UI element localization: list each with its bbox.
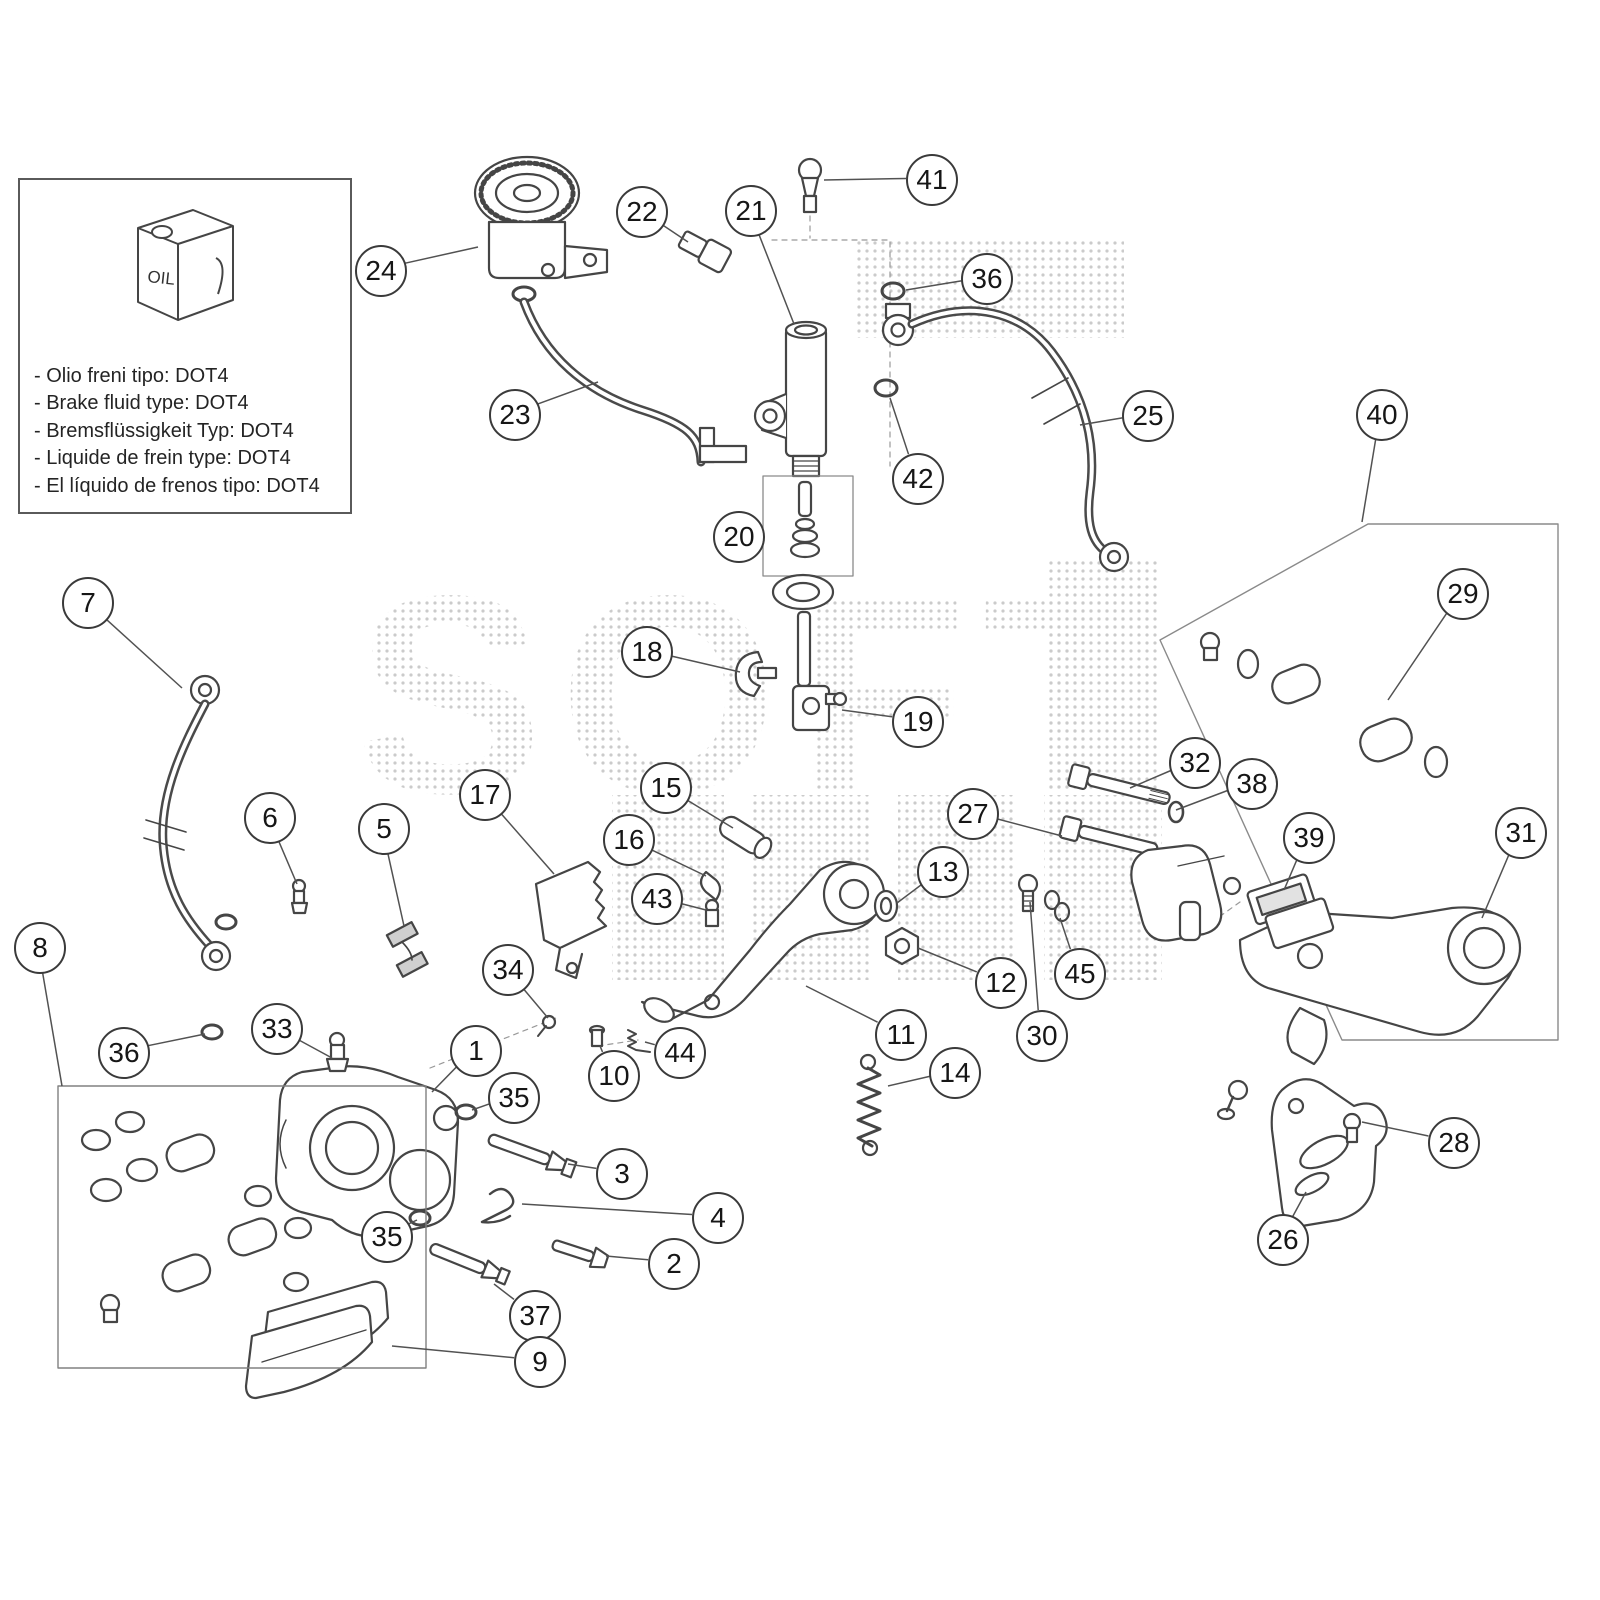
fluid-reservoir (473, 155, 609, 303)
fluid-line-spanish: - El líquido de frenos tipo: DOT4 (34, 474, 320, 497)
piston-assembly-20 (762, 475, 854, 688)
clip-16 (699, 870, 722, 902)
rear-bracket-31 (1130, 844, 1522, 1066)
pivot-bushing-15 (719, 815, 773, 860)
front-caliper-1 (274, 1065, 460, 1238)
brake-pads-9 (244, 1280, 390, 1400)
front-hose-7 (143, 674, 238, 1041)
o-ring-38 (1167, 800, 1185, 824)
pedal-pad-17 (534, 860, 608, 980)
bleeder-6 (290, 878, 309, 915)
pushrod-41 (797, 157, 823, 214)
disc-guard-26 (1270, 1078, 1388, 1228)
rear-seals-29 (1199, 631, 1449, 779)
bolt-30 (1017, 873, 1039, 913)
pin-10 (588, 1024, 606, 1048)
guard-bolts-28 (1216, 1079, 1362, 1144)
brake-pedal-11 (640, 860, 886, 1023)
fitting-22 (677, 230, 733, 274)
o-ring-36-top (880, 281, 906, 301)
reservoir-hose (519, 297, 706, 467)
fluid-line-italian: - Olio freni tipo: DOT4 (34, 364, 229, 387)
brake-fluid-info-box: OIL - Olio freni tipo: DOT4 - Brake flui… (18, 178, 352, 514)
o-ring-42 (873, 378, 899, 398)
clevis-19 (791, 684, 848, 732)
leader-lines (41, 177, 1511, 1359)
bushing-13 (873, 889, 899, 923)
slide-pin-32 (1067, 763, 1171, 806)
pin-43 (704, 898, 720, 928)
r-clip-4 (480, 1187, 515, 1224)
pad-spring-5 (385, 921, 429, 978)
pad-pin-37 (429, 1242, 511, 1286)
rear-pads-39 (1222, 873, 1335, 950)
o-ring-35a (454, 1103, 478, 1121)
washer-45b (1053, 901, 1071, 923)
bleeder-33 (325, 1031, 350, 1073)
fluid-type-lines: - Olio freni tipo: DOT4 - Brake fluid ty… (34, 363, 320, 501)
return-spring-14 (856, 1053, 882, 1157)
bolt-2 (551, 1239, 610, 1269)
oil-label: OIL (147, 267, 176, 289)
fluid-line-french: - Liquide de frein type: DOT4 (34, 447, 291, 469)
screw-34 (537, 1014, 557, 1037)
oil-container-icon: OIL (137, 209, 234, 321)
seal-kit-box-8 (57, 1085, 427, 1369)
fluid-line-german: - Bremsflüssigkeit Typ: DOT4 (34, 419, 294, 442)
master-cylinder (698, 320, 828, 478)
hex-plug-12 (884, 926, 920, 966)
fluid-line-english: - Brake fluid type: DOT4 (34, 392, 249, 414)
rear-hose-25 (881, 302, 1130, 573)
washer-45a (1043, 889, 1061, 911)
pad-pin-3 (487, 1133, 578, 1179)
clip-18 (734, 650, 778, 698)
slide-pin-27 (1058, 815, 1159, 857)
